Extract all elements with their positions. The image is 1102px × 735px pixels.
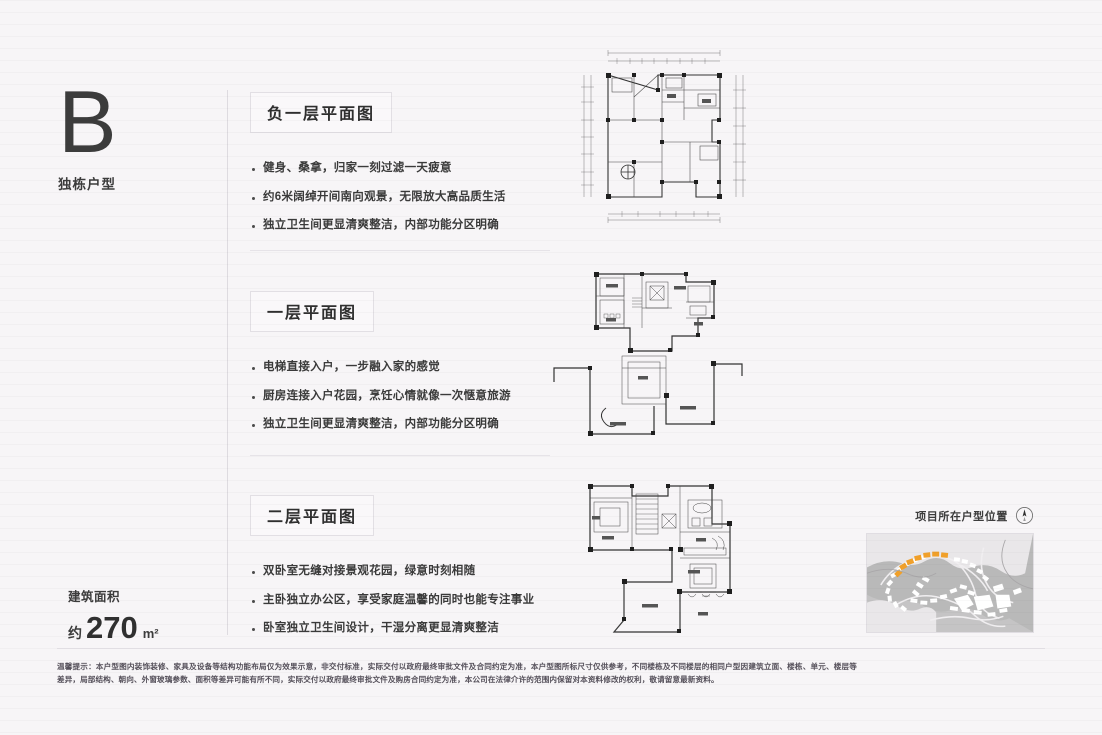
bullet-dot-icon (252, 571, 255, 574)
vertical-divider (227, 90, 228, 635)
disclaimer-text: 温馨提示：本户型图内装饰装修、家具及设备等结构功能布局仅为效果示意，非交付标准，… (57, 662, 857, 685)
bullet-text: 卧室独立卫生间设计，干湿分离更显清爽整洁 (263, 622, 499, 635)
area-unit: m² (142, 626, 159, 641)
area-number: 270 (86, 610, 138, 645)
bullet-item: 独立卫生间更显清爽整洁，内部功能分区明确 (250, 218, 570, 234)
section-separator-1 (250, 250, 550, 251)
bullet-item: 主卧独立办公区，享受家庭温馨的同时也能专注事业 (250, 593, 570, 609)
section-basement: 负一层平面图 健身、桑拿，归家一刻过滤一天疲意 约6米阔绰开间南向观景，无限放大… (250, 92, 570, 247)
building-area-label: 建筑面积 (68, 590, 121, 604)
bullet-item: 卧室独立卫生间设计，干湿分离更显清爽整洁 (250, 621, 570, 637)
bullet-item: 厨房连接入户花园，烹饪心情就像一次惬意旅游 (250, 389, 570, 405)
footer-disclaimer: 温馨提示：本户型图内装饰装修、家具及设备等结构功能布局仅为效果示意，非交付标准，… (57, 660, 857, 687)
sitemap-label: 项目所在户型位置 (915, 510, 1008, 523)
bullet-dot-icon (252, 424, 255, 428)
bullet-item: 电梯直接入户，一步融入家的感觉 (250, 360, 570, 376)
bullet-dot-icon (252, 599, 255, 603)
sitemap-block: 项目所在户型位置 (866, 506, 1034, 633)
bullet-text: 独立卫生间更显清爽整洁，内部功能分区明确 (263, 418, 499, 431)
area-approx-prefix: 约 (68, 625, 82, 641)
building-area-value-row: 约 270 m² (68, 610, 159, 646)
sitemap-header: 项目所在户型位置 (866, 506, 1034, 525)
bullet-item: 健身、桑拿，归家一刻过滤一天疲意 (250, 161, 570, 177)
section-title-second-floor: 二层平面图 (250, 495, 375, 536)
bullet-item: 独立卫生间更显清爽整洁，内部功能分区明确 (250, 417, 570, 433)
unit-type-subtitle: 独栋户型 (58, 176, 116, 192)
bullet-list-basement: 健身、桑拿，归家一刻过滤一天疲意 约6米阔绰开间南向观景，无限放大高品质生活 独… (250, 161, 570, 234)
unit-type-letter: B (58, 72, 117, 171)
section-first-floor: 一层平面图 电梯直接入户，一步融入家的感觉 厨房连接入户花园，烹饪心情就像一次惬… (250, 291, 570, 446)
basement-floor-plan-drawing (581, 50, 746, 223)
bullet-list-second-floor: 双卧室无缝对接景观花园，绿意时刻相随 主卧独立办公区，享受家庭温馨的同时也能专注… (250, 564, 570, 637)
north-arrow-compass-icon (1015, 506, 1034, 525)
section-title-first-floor: 一层平面图 (250, 291, 375, 332)
sitemap-image (866, 533, 1034, 633)
bullet-dot-icon (252, 628, 255, 632)
second-floor-plan-drawing (588, 484, 732, 633)
section-separator-2 (250, 455, 550, 456)
bullet-dot-icon (252, 196, 255, 200)
bullet-item: 约6米阔绰开间南向观景，无限放大高品质生活 (250, 190, 570, 206)
unit-type-block: B 独栋户型 (58, 72, 223, 193)
bullet-text: 电梯直接入户，一步融入家的感觉 (263, 361, 440, 373)
bullet-text: 健身、桑拿，归家一刻过滤一天疲意 (263, 162, 452, 174)
bullet-item: 双卧室无缝对接景观花园，绿意时刻相随 (250, 564, 570, 580)
section-second-floor: 二层平面图 双卧室无缝对接景观花园，绿意时刻相随 主卧独立办公区，享受家庭温馨的… (250, 495, 570, 650)
bullet-dot-icon (252, 168, 255, 171)
first-floor-plan-drawing (553, 272, 743, 436)
bullet-text: 独立卫生间更显清爽整洁，内部功能分区明确 (263, 219, 499, 232)
bullet-text: 双卧室无缝对接景观花园，绿意时刻相随 (263, 565, 476, 577)
section-title-basement: 负一层平面图 (250, 92, 393, 133)
bullet-dot-icon (252, 395, 255, 399)
bullet-list-first-floor: 电梯直接入户，一步融入家的感觉 厨房连接入户花园，烹饪心情就像一次惬意旅游 独立… (250, 360, 570, 433)
bullet-text: 厨房连接入户花园，烹饪心情就像一次惬意旅游 (263, 389, 511, 402)
bullet-text: 约6米阔绰开间南向观景，无限放大高品质生活 (263, 190, 506, 203)
bullet-text: 主卧独立办公区，享受家庭温馨的同时也能专注事业 (263, 593, 535, 606)
building-area-block: 建筑面积 约 270 m² (68, 586, 159, 646)
footer-separator (57, 648, 1045, 649)
bullet-dot-icon (252, 225, 255, 229)
bullet-dot-icon (252, 367, 255, 370)
